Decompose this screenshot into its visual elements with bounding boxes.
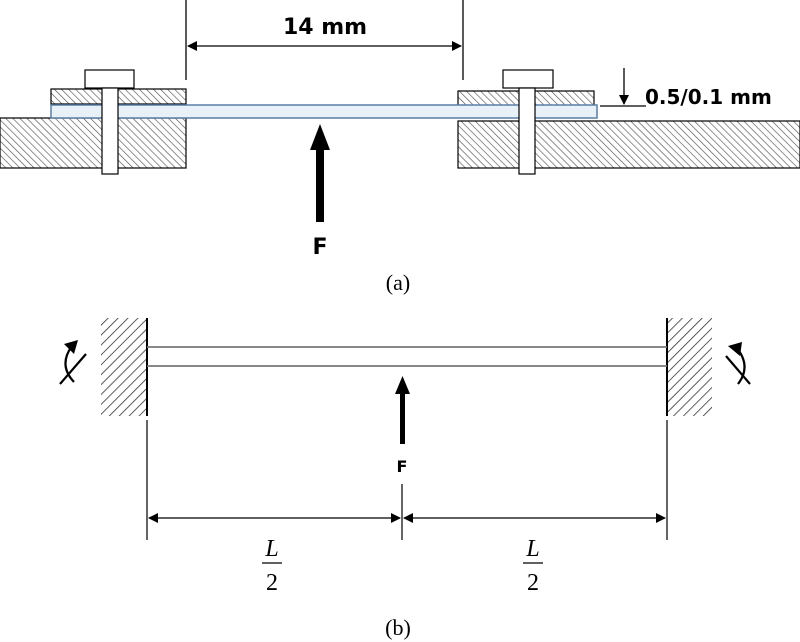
force-arrow-a: [310, 124, 330, 222]
thickness-label: 0.5/0.1 mm: [645, 85, 772, 109]
force-label-a: F: [312, 235, 327, 260]
left-fixed-wall: [101, 318, 146, 416]
caption-a: (a): [386, 270, 410, 295]
span-dimension: [185, 0, 464, 80]
svg-text:2: 2: [527, 570, 539, 596]
span-label: 14 mm: [283, 15, 367, 40]
left-base-block: [0, 117, 187, 169]
thin-plate-specimen: [50, 104, 598, 119]
beam: [147, 346, 667, 367]
panel-b: F L 2 L 2 (b): [59, 318, 751, 640]
caption-b: (b): [385, 615, 411, 640]
force-arrow-b: [395, 376, 410, 444]
left-moment-icon: [59, 340, 87, 385]
right-bolt: [502, 69, 554, 175]
svg-text:L: L: [525, 536, 539, 562]
right-moment-icon: [725, 342, 751, 385]
right-half-span-label: L 2: [523, 536, 543, 596]
panel-a: 14 mm 0.5/0.1 mm F (a): [0, 0, 800, 295]
svg-text:2: 2: [266, 570, 278, 596]
right-fixed-wall: [668, 318, 712, 416]
left-bolt: [84, 69, 135, 175]
force-label-b: F: [397, 457, 408, 476]
thickness-indicator: [600, 68, 646, 107]
left-half-span-label: L 2: [262, 536, 282, 596]
svg-text:L: L: [264, 536, 278, 562]
right-base-block: [457, 120, 800, 169]
